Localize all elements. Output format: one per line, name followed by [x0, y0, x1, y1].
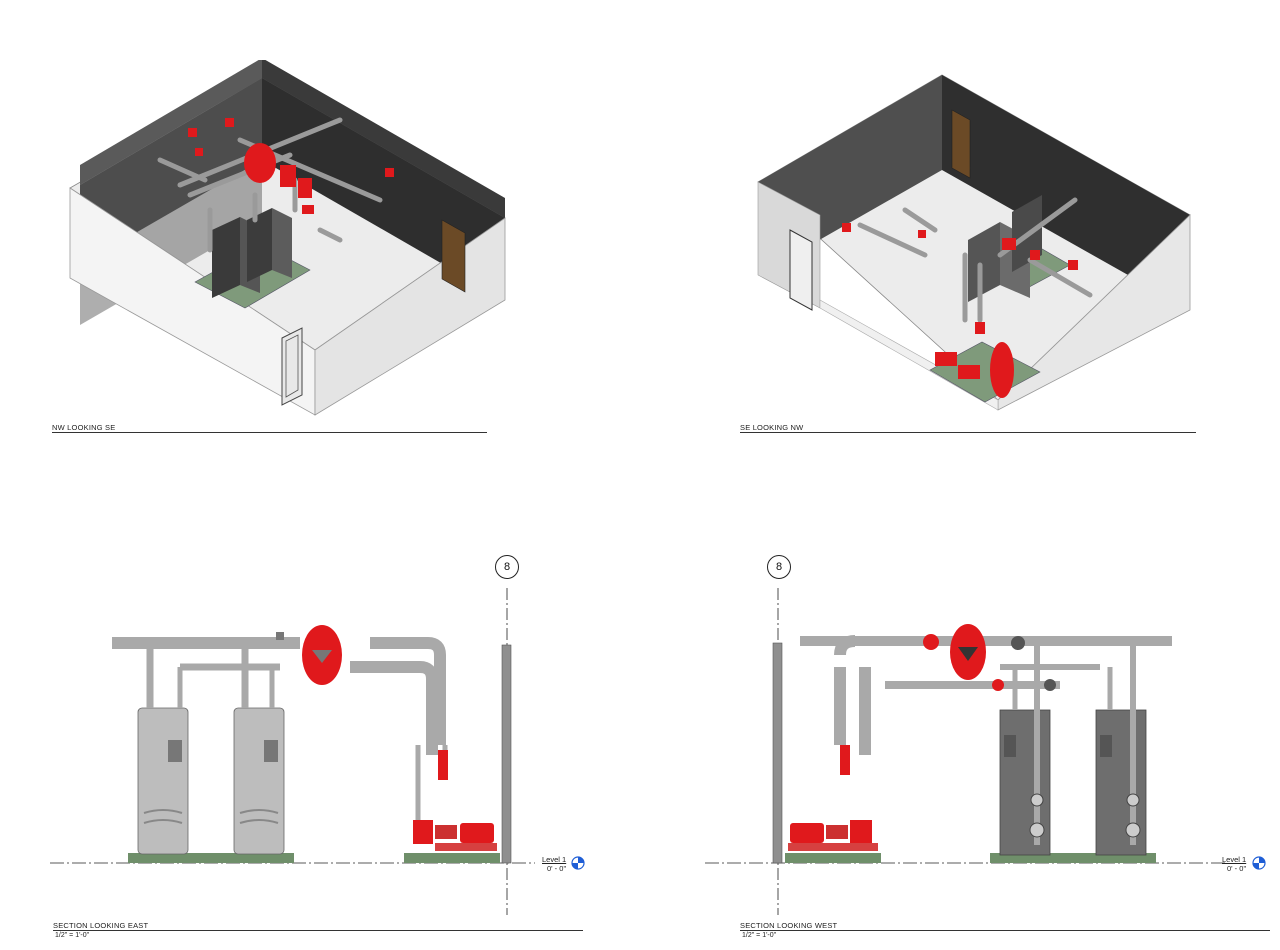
level-elevation: 0' - 0" — [547, 864, 567, 873]
title-underline — [740, 930, 1270, 931]
title-underline — [53, 930, 583, 931]
level-marker-icon — [1252, 856, 1266, 870]
level-marker-icon — [571, 856, 585, 870]
level-name: Level 1 — [1222, 855, 1247, 864]
iso-room-se — [757, 74, 1191, 411]
view-title: SECTION LOOKING WEST — [740, 921, 838, 930]
boiler-2 — [233, 707, 285, 855]
grid-bubble: 8 — [767, 555, 791, 579]
view-title: SECTION LOOKING EAST — [53, 921, 149, 930]
boiler-1 — [137, 707, 189, 855]
view-title: SE LOOKING NW — [740, 423, 804, 432]
view-section-looking-east[interactable]: 8 Level 1 0' - 0" SECTION LOOKING EAST 1… — [40, 545, 600, 945]
title-underline — [740, 432, 1196, 433]
section-east — [50, 588, 535, 915]
section-west — [705, 588, 1225, 915]
title-underline — [52, 432, 487, 433]
view-title: NW LOOKING SE — [52, 423, 116, 432]
view-section-looking-west[interactable]: 8 Level 1 0' - 0" SECTION LOOKING WEST 1… — [700, 545, 1275, 945]
view-scale: 1/2" = 1'-0" — [742, 932, 777, 939]
view-se-looking-nw[interactable]: SE LOOKING NW — [730, 60, 1210, 440]
level-elevation: 0' - 0" — [1227, 864, 1247, 873]
view-scale: 1/2" = 1'-0" — [55, 932, 90, 939]
level-name: Level 1 — [542, 855, 567, 864]
grid-bubble: 8 — [495, 555, 519, 579]
iso-room-nw — [69, 58, 506, 416]
view-nw-looking-se[interactable]: NW LOOKING SE — [40, 58, 520, 440]
